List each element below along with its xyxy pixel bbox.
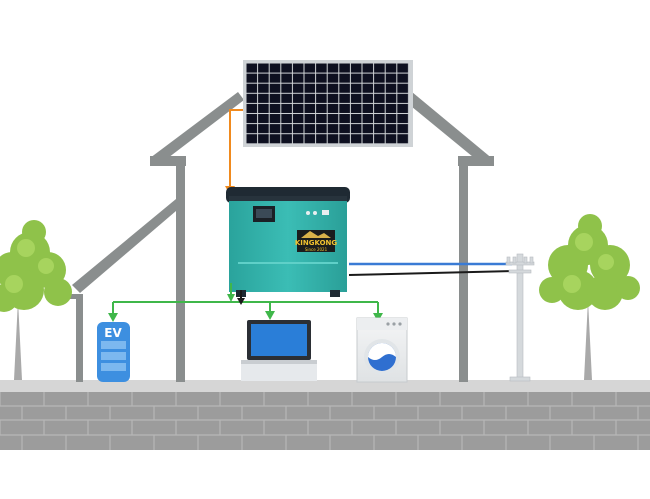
brand-logo: KINGKONG Since 2021 <box>295 230 338 252</box>
brand-tagline: Since 2021 <box>305 247 328 252</box>
ground-strip <box>0 380 650 394</box>
energy-storage-inverter-icon: KINGKONG Since 2021 <box>226 187 350 297</box>
tree-icon-right <box>539 214 640 380</box>
solar-panel-icon <box>243 60 413 147</box>
output-arrow <box>237 290 245 305</box>
house-outline <box>58 92 494 382</box>
ev-label: EV <box>104 326 122 340</box>
pv-line <box>225 109 243 195</box>
stone-wall <box>0 392 650 495</box>
grid-lines <box>348 262 513 276</box>
washing-machine-icon <box>356 317 408 383</box>
laptop-icon <box>241 320 317 381</box>
tree-icon-left <box>0 220 72 380</box>
brand-name: KINGKONG <box>295 239 338 247</box>
utility-pole-icon <box>505 253 535 382</box>
ev-charger-icon: EV <box>97 322 130 382</box>
